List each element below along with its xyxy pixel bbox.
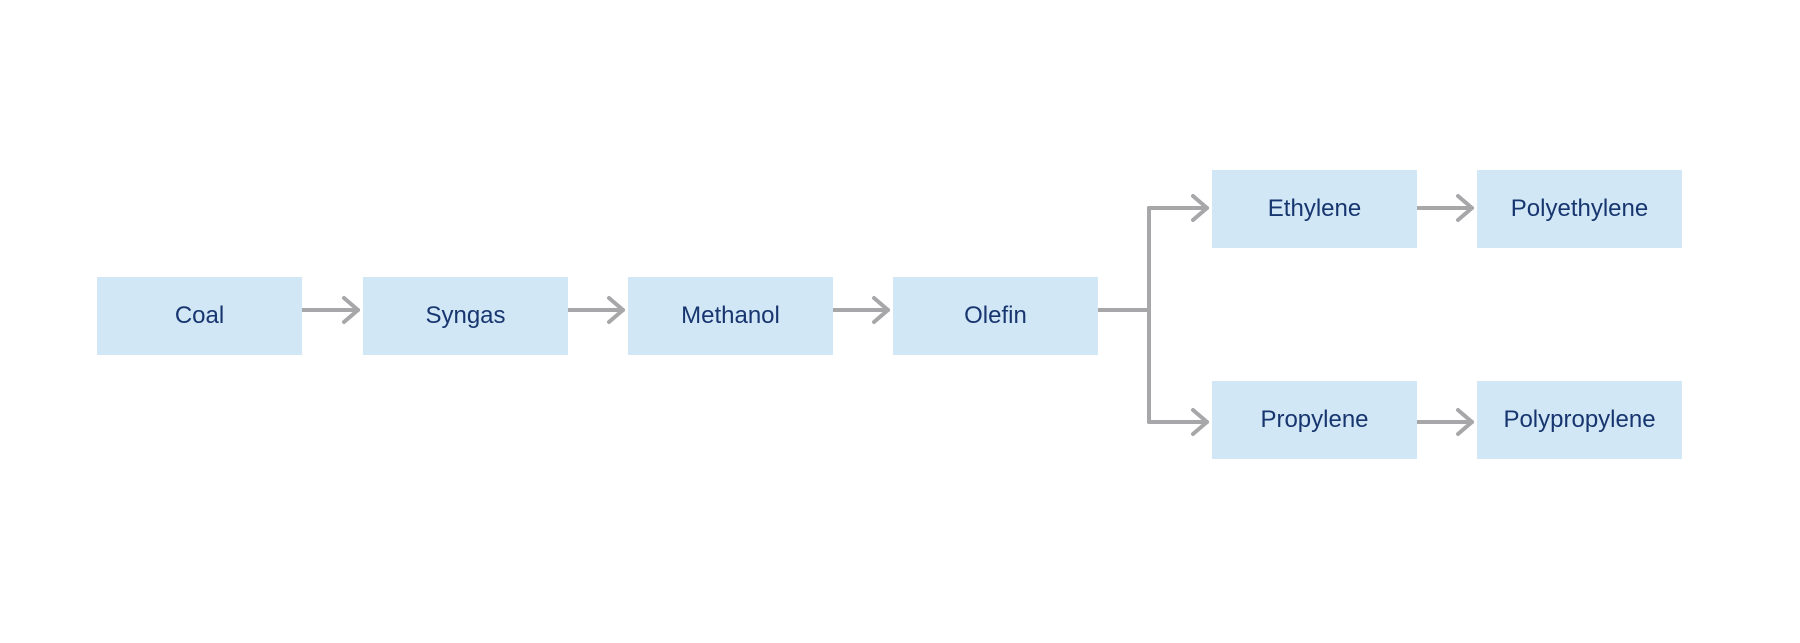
node-propylene: Propylene [1212, 381, 1417, 459]
node-propylene-label: Propylene [1260, 406, 1369, 433]
arrow-coal-to-syngas [300, 296, 360, 324]
arrow-ethylene-to-polyethylene [1415, 194, 1474, 222]
node-ethylene: Ethylene [1212, 170, 1417, 248]
node-polyethylene: Polyethylene [1477, 170, 1682, 248]
arrow-propylene-to-polypropylene [1415, 408, 1474, 436]
node-coal-label: Coal [174, 302, 225, 329]
branch-olefin [1096, 206, 1151, 424]
node-polyethylene-label: Polyethylene [1510, 195, 1649, 222]
node-coal: Coal [97, 277, 302, 355]
node-syngas: Syngas [363, 277, 568, 355]
node-syngas-label: Syngas [425, 302, 506, 329]
node-olefin-label: Olefin [964, 302, 1027, 329]
node-ethylene-label: Ethylene [1267, 195, 1362, 222]
arrow-olefin-to-ethylene [1147, 194, 1209, 222]
node-methanol-label: Methanol [681, 302, 780, 329]
node-methanol: Methanol [628, 277, 833, 355]
node-polypropylene: Polypropylene [1477, 381, 1682, 459]
node-polypropylene-label: Polypropylene [1503, 406, 1656, 433]
arrow-syngas-to-methanol [566, 296, 625, 324]
node-olefin: Olefin [893, 277, 1098, 355]
arrow-methanol-to-olefin [831, 296, 890, 324]
arrow-olefin-to-propylene [1147, 408, 1209, 436]
